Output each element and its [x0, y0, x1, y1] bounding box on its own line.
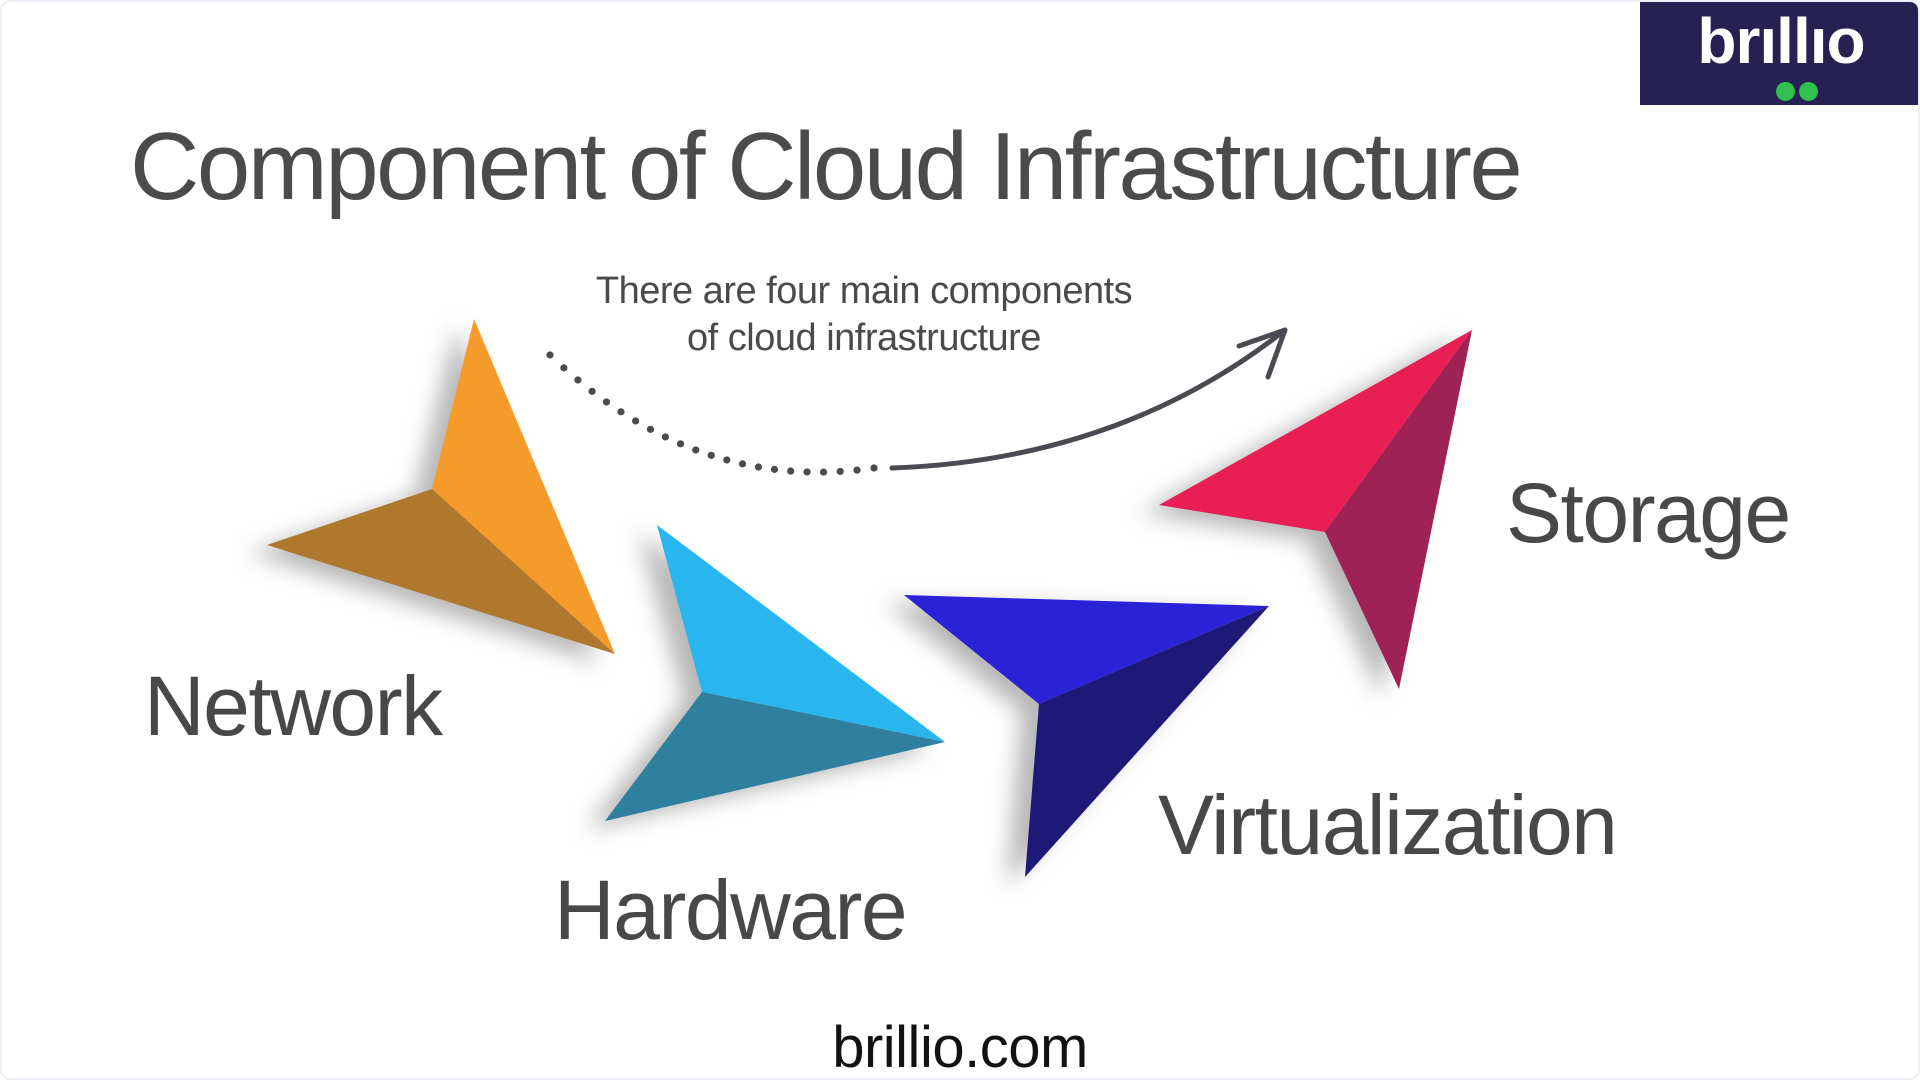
logo-green-dot-icon [1776, 82, 1795, 101]
arrow-shape-storage [1159, 330, 1472, 689]
curved-arrow-head [1236, 327, 1288, 380]
website-text: brillio.com [832, 1015, 1088, 1080]
virtualization-label: Virtualization [1158, 778, 1618, 872]
subtitle: There are four main components of cloud … [554, 268, 1174, 362]
dotted-arc [546, 351, 878, 476]
arrow-shape-hardware [605, 525, 945, 821]
logo-wordmark: brıllıo [1697, 5, 1865, 77]
network-label: Network [144, 659, 443, 753]
arrow-shape-virtualization [904, 595, 1269, 877]
curved-arrow [889, 327, 1288, 471]
logo-green-dot-icon [1799, 82, 1818, 101]
hardware-label: Hardware [554, 863, 908, 957]
arrow-shape-network [267, 319, 615, 654]
subtitle-line-2: of cloud infrastructure [687, 317, 1041, 360]
subtitle-line-1: There are four main components [595, 270, 1133, 312]
brillio-logo: brıllıo [1640, 2, 1918, 105]
page-title: Component of Cloud Infrastructure [130, 113, 1523, 220]
storage-label: Storage [1506, 466, 1791, 560]
